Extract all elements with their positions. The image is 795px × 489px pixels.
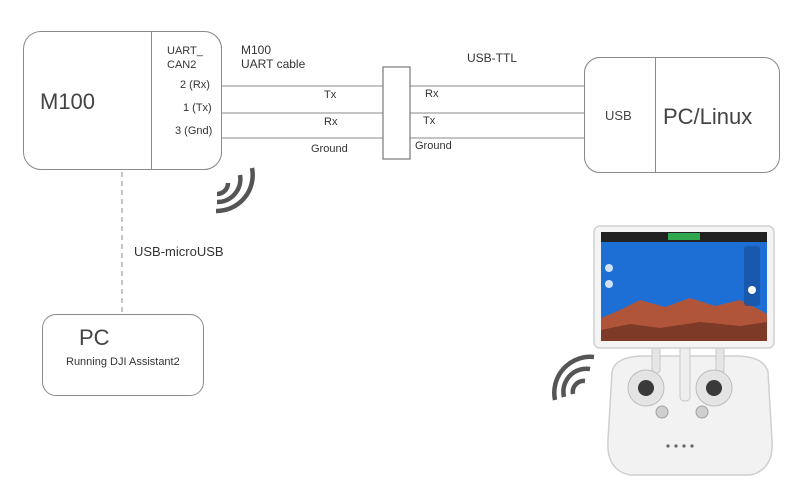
cable-name-line2: UART cable xyxy=(241,57,306,71)
wire-label: Tx xyxy=(423,115,436,127)
tablet-icon xyxy=(593,225,775,349)
wire-label: Rx xyxy=(425,88,439,100)
wire-label: Tx xyxy=(324,89,337,101)
wire-label: Ground xyxy=(311,143,348,155)
remote-controller-icon xyxy=(607,342,773,476)
pc-subtitle: Running DJI Assistant2 xyxy=(66,356,180,368)
wireless-signal-icon xyxy=(552,354,595,401)
link-label: USB-microUSB xyxy=(134,244,224,259)
pin-label: 3 (Gnd) xyxy=(175,125,213,137)
wire-label: Rx xyxy=(324,116,338,128)
m100-title: M100 xyxy=(40,89,96,114)
adapter-name: USB-TTL xyxy=(467,51,518,65)
cable-name: M100 xyxy=(241,43,272,57)
wireless-signal-icon xyxy=(215,167,255,214)
wire-label: Ground xyxy=(415,140,452,152)
uart-port-title-line2: CAN2 xyxy=(167,59,197,71)
uart-port-title: UART_ xyxy=(167,45,203,57)
usb-port-box xyxy=(584,57,656,173)
pc-title: PC xyxy=(79,325,110,350)
uart-port-box xyxy=(151,31,222,170)
cable-connector xyxy=(382,66,411,160)
pc-box xyxy=(42,314,204,396)
pin-label: 2 (Rx) xyxy=(180,79,210,91)
pc-linux-title: PC/Linux xyxy=(663,104,753,129)
usb-port-label: USB xyxy=(605,108,632,123)
pin-label: 1 (Tx) xyxy=(183,102,212,114)
